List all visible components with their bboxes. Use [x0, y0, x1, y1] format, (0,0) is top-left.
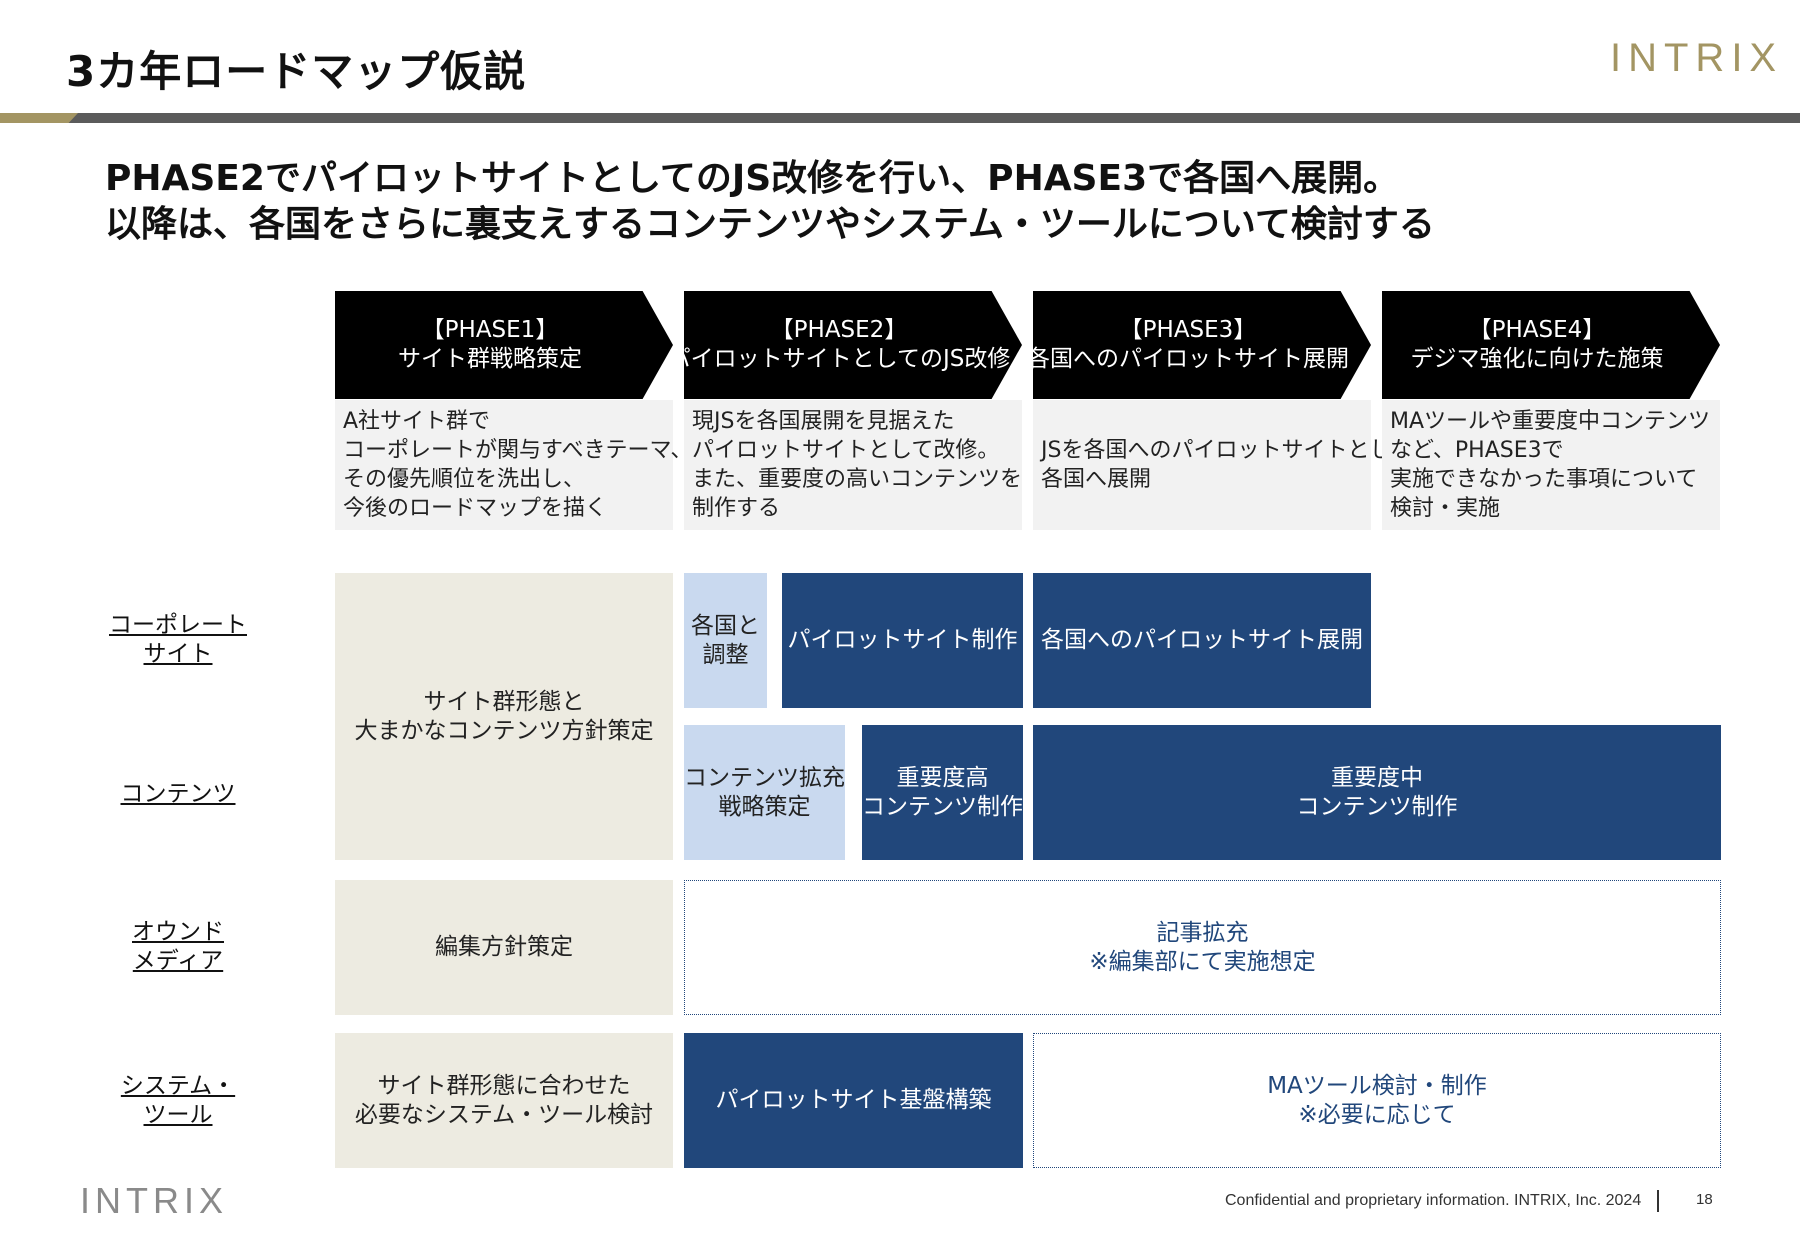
cell-pilot-build: パイロットサイト制作	[782, 573, 1023, 708]
phase-2-desc-line: また、重要度の高いコンテンツを	[692, 467, 1023, 492]
cell-site-strategy: サイト群形態と大まかなコンテンツ方針策定	[335, 573, 673, 860]
row-label-line: サイト	[143, 641, 213, 667]
footer-separator	[1657, 1190, 1659, 1212]
headline: PHASE2でパイロットサイトとしてのJS改修を行い、PHASE3で各国へ展開。…	[105, 156, 1435, 248]
phase-2-desc-line: パイロットサイトとして改修。	[692, 438, 1000, 463]
cell-text: 重要度中	[1331, 764, 1423, 791]
row-label-line: オウンド	[132, 919, 224, 945]
cell-text: 調整	[702, 641, 749, 668]
phase-1-name: サイト群戦略策定	[398, 346, 582, 372]
phase-2-desc-line: 現JSを各国展開を見据えた	[692, 409, 955, 434]
headline-line-2: 以降は、各国をさらに裏支えするコンテンツやシステム・ツールについて検討する	[105, 204, 1435, 245]
phase-1-desc-line: A社サイト群で	[343, 409, 491, 434]
phase-2-desc-line: 制作する	[692, 496, 781, 521]
phase-4-description: MAツールや重要度中コンテンツ など、PHASE3で 実施できなかった事項につい…	[1382, 400, 1720, 530]
cell-text: パイロットサイト制作	[787, 627, 1018, 653]
phase-1-description: A社サイト群で コーポレートが関与すべきテーマ、 その優先順位を洗出し、 今後の…	[335, 400, 692, 530]
phase-4-desc-line: MAツールや重要度中コンテンツ	[1390, 409, 1711, 434]
cell-text: サイト群形態と	[423, 688, 585, 715]
headline-line-1: PHASE2でパイロットサイトとしてのJS改修を行い、PHASE3で各国へ展開。	[105, 158, 1400, 199]
cell-text: 編集方針策定	[435, 934, 573, 960]
phase-2-label: 【PHASE2】	[770, 317, 908, 343]
cell-pilot-rollout: 各国へのパイロットサイト展開	[1033, 573, 1371, 708]
phase-4-desc-line: 実施できなかった事項について	[1390, 467, 1698, 492]
phase-1-desc-line: コーポレートが関与すべきテーマ、	[343, 438, 693, 463]
page-title: 3カ年ロードマップ仮説	[66, 47, 527, 96]
phase-4-desc-line: など、PHASE3で	[1390, 438, 1564, 463]
row-label-system-tools: システム・ ツール	[88, 1072, 268, 1130]
row-label-owned-media: オウンド メディア	[88, 918, 268, 976]
cell-text: サイト群形態に合わせた	[377, 1072, 631, 1099]
cell-text: 大まかなコンテンツ方針策定	[354, 717, 654, 744]
cell-text: コンテンツ拡充	[684, 764, 845, 791]
row-label-line: ツール	[143, 1102, 213, 1128]
phase-3-desc-line: JSを各国へのパイロットサイトとし	[1041, 438, 1392, 463]
page-number: 18	[1696, 1191, 1713, 1208]
cell-ma-tools: MAツール検討・制作※必要に応じて	[1033, 1033, 1721, 1168]
intrix-logo: INTRIX	[1610, 36, 1784, 80]
cell-high-priority-content: 重要度高コンテンツ制作	[862, 725, 1023, 860]
phase-4-name: デジマ強化に向けた施策	[1410, 346, 1664, 372]
cell-text: コンテンツ制作	[1296, 793, 1458, 820]
cell-text: 記事拡充	[1156, 919, 1249, 946]
cell-text: MAツール検討・制作	[1267, 1072, 1487, 1099]
cell-editorial-policy: 編集方針策定	[335, 880, 673, 1015]
row-label-corporate-site: コーポレート サイト	[88, 611, 268, 669]
phase-1-desc-line: 今後のロードマップを描く	[343, 496, 608, 521]
cell-text: 必要なシステム・ツール検討	[354, 1101, 654, 1128]
cell-coordination: 各国と調整	[684, 573, 767, 708]
cell-text: ※必要に応じて	[1298, 1101, 1456, 1128]
cell-text: 重要度高	[896, 764, 989, 791]
cell-text: 戦略策定	[718, 793, 811, 820]
phase-3-name: 各国へのパイロットサイト展開	[1027, 346, 1349, 372]
cell-text: 各国へのパイロットサイト展開	[1041, 627, 1363, 653]
cell-system-review: サイト群形態に合わせた必要なシステム・ツール検討	[335, 1033, 673, 1168]
intrix-footer-logo: INTRIX	[80, 1180, 229, 1221]
cell-text: 各国と	[691, 612, 760, 639]
cell-text: パイロットサイト基盤構築	[715, 1087, 992, 1113]
phase-4-label: 【PHASE4】	[1468, 317, 1606, 343]
phase-4-desc-line: 検討・実施	[1390, 496, 1501, 521]
cell-text: ※編集部にて実施想定	[1089, 948, 1316, 975]
phase-4-header: 【PHASE4】 デジマ強化に向けた施策	[1382, 291, 1720, 399]
row-label-content: コンテンツ	[88, 780, 268, 809]
phase-3-desc-line: 各国へ展開	[1041, 467, 1152, 492]
row-label-line: コンテンツ	[120, 781, 236, 807]
phase-2-name: パイロットサイトとしてのJS改修	[667, 346, 1011, 372]
confidential-notice: Confidential and proprietary information…	[1225, 1192, 1642, 1209]
header-divider-accent	[0, 113, 78, 123]
header-divider	[0, 113, 1800, 123]
row-label-line: メディア	[132, 948, 224, 974]
row-label-line: システム・	[120, 1073, 236, 1099]
phase-3-header: 【PHASE3】 各国へのパイロットサイト展開	[1033, 291, 1371, 399]
phase-1-desc-line: その優先順位を洗出し、	[343, 467, 586, 492]
cell-pilot-platform: パイロットサイト基盤構築	[684, 1033, 1023, 1168]
row-label-line: コーポレート	[109, 612, 247, 638]
cell-text: コンテンツ制作	[862, 793, 1023, 820]
phase-3-label: 【PHASE3】	[1119, 317, 1257, 343]
phase-1-label: 【PHASE1】	[421, 317, 559, 343]
phase-2-description: 現JSを各国展開を見据えた パイロットサイトとして改修。 また、重要度の高いコン…	[684, 400, 1022, 530]
cell-article-expansion: 記事拡充※編集部にて実施想定	[684, 880, 1721, 1015]
phase-1-header: 【PHASE1】 サイト群戦略策定	[335, 291, 673, 399]
cell-mid-priority-content: 重要度中コンテンツ制作	[1033, 725, 1721, 860]
cell-content-strategy: コンテンツ拡充戦略策定	[684, 725, 845, 860]
phase-2-header: 【PHASE2】 パイロットサイトとしてのJS改修	[684, 291, 1022, 399]
phase-3-description: JSを各国へのパイロットサイトとし 各国へ展開	[1033, 400, 1391, 530]
